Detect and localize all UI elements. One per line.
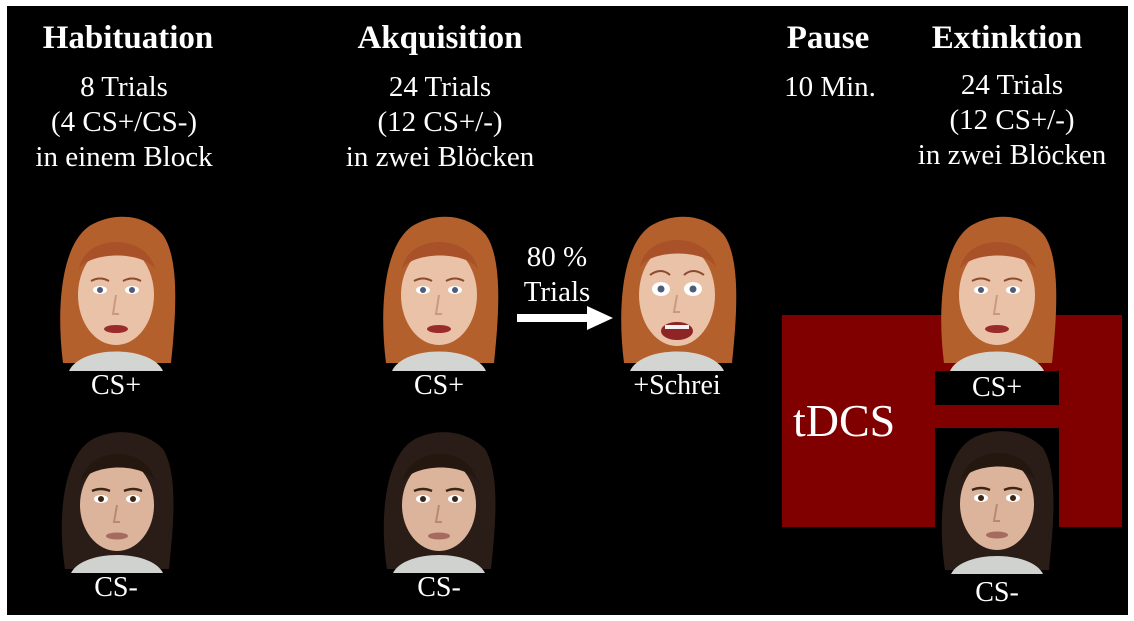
akquisition-line-2: (12 CS+/-) (377, 106, 503, 138)
akquisition-cs-minus-label: CS- (417, 572, 461, 603)
habituation-cs-plus-label: CS+ (90, 370, 142, 401)
habituation-line-1: 8 Trials (80, 71, 168, 103)
arrow-label-line-1: 80 % (526, 241, 588, 273)
extinktion-cs-plus-label: CS+ (971, 372, 1023, 403)
face-neutral-redhead-icon (941, 216, 1057, 371)
face-neutral-brunette-icon (61, 432, 174, 573)
figure-stage: tDCS Habituation Akquisition Pause Extin… (7, 6, 1128, 615)
face-neutral-brunette-icon (383, 432, 496, 573)
pause-line-1: 10 Min. (784, 71, 876, 103)
habituation-line-2: (4 CS+/CS-) (50, 106, 198, 138)
face-fearful-redhead-icon (621, 216, 737, 371)
face-neutral-brunette-icon (935, 428, 1059, 574)
cs-plus-label-backdrop (935, 371, 1059, 405)
akquisition-cs-plus-label: CS+ (413, 370, 465, 401)
pause-title: Pause (786, 20, 870, 56)
extinktion-title: Extinktion (931, 20, 1083, 56)
akquisition-line-3: in zwei Blöcken (345, 141, 535, 173)
arrow-label-line-2: Trials (523, 276, 591, 308)
tdcs-label: tDCS (793, 395, 896, 446)
akquisition-title: Akquisition (357, 20, 523, 56)
face-neutral-redhead-icon (383, 216, 499, 371)
scream-label: +Schrei (633, 370, 721, 401)
habituation-line-3: in einem Block (35, 141, 213, 173)
habituation-title: Habituation (42, 20, 214, 56)
extinktion-line-2: (12 CS+/-) (949, 104, 1075, 136)
face-neutral-redhead-icon (60, 216, 176, 371)
arrow-right-icon (517, 306, 613, 330)
extinktion-cs-minus-label: CS- (975, 577, 1019, 608)
akquisition-line-1: 24 Trials (388, 71, 492, 103)
extinktion-line-3: in zwei Blöcken (917, 139, 1107, 171)
extinktion-line-1: 24 Trials (960, 69, 1064, 101)
habituation-cs-minus-label: CS- (94, 572, 138, 603)
